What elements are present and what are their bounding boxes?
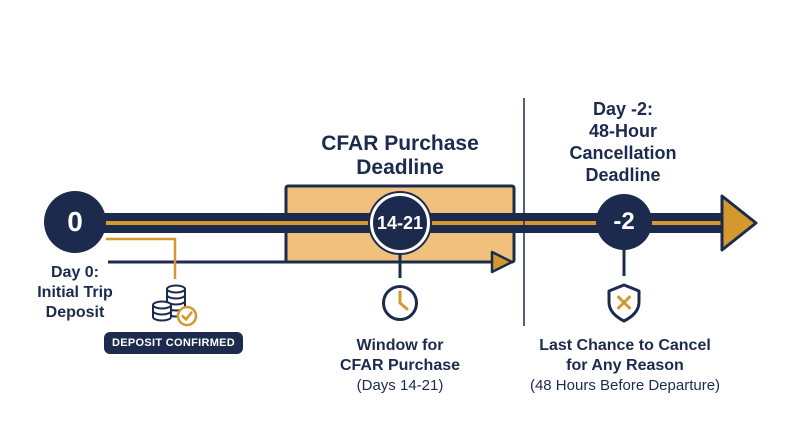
deposit-title-line3: Deposit (45, 304, 105, 321)
cancel-label-line1: Last Chance to Cancel (539, 337, 711, 354)
cfar-heading: CFAR Purchase Deadline (290, 132, 510, 180)
day-0-node-label: 0 (67, 206, 83, 237)
cfar-heading-line2: Deadline (356, 156, 444, 179)
timeline-arrowhead (720, 194, 758, 252)
cancel-heading: Day -2: 48-Hour Cancellation Deadline (530, 98, 716, 186)
cancel-label-line2: for Any Reason (566, 357, 684, 374)
clock-icon (382, 285, 418, 321)
deposit-title-line2: Initial Trip (37, 284, 113, 301)
deposit-label: Day 0: Initial Trip Deposit (20, 263, 130, 323)
deposit-confirmed-badge: DEPOSIT CONFIRMED (104, 332, 244, 354)
cfar-window-node: 14-21 (370, 193, 430, 253)
cfar-window-label-line1: Window for (356, 337, 444, 354)
cancel-heading-line4: Deadline (585, 165, 661, 185)
day-0-node: 0 (44, 191, 106, 253)
cancel-deadline-node: -2 (596, 194, 652, 250)
cfar-window-label-line3: (Days 14-21) (356, 377, 444, 394)
cfar-window-label: Window for CFAR Purchase (Days 14-21) (300, 336, 500, 396)
window-arrowhead (490, 250, 514, 274)
cancel-heading-line3: Cancellation (569, 143, 677, 163)
coin-stack-check-icon (152, 284, 198, 327)
deposit-title-line1: Day 0: (50, 264, 100, 281)
cancel-heading-line1: Day -2: (592, 99, 654, 119)
cancel-deadline-node-label: -2 (613, 208, 635, 235)
cancel-label: Last Chance to Cancel for Any Reason (48… (510, 336, 740, 396)
cancel-heading-line2: 48-Hour (588, 121, 657, 141)
cfar-heading-line1: CFAR Purchase (321, 132, 479, 155)
shield-x-icon (607, 283, 641, 323)
cancel-label-line3: (48 Hours Before Departure) (529, 377, 721, 394)
cfar-window-node-label: 14-21 (376, 212, 424, 233)
deposit-connector (106, 237, 177, 279)
cfar-window-label-line2: CFAR Purchase (339, 357, 461, 374)
